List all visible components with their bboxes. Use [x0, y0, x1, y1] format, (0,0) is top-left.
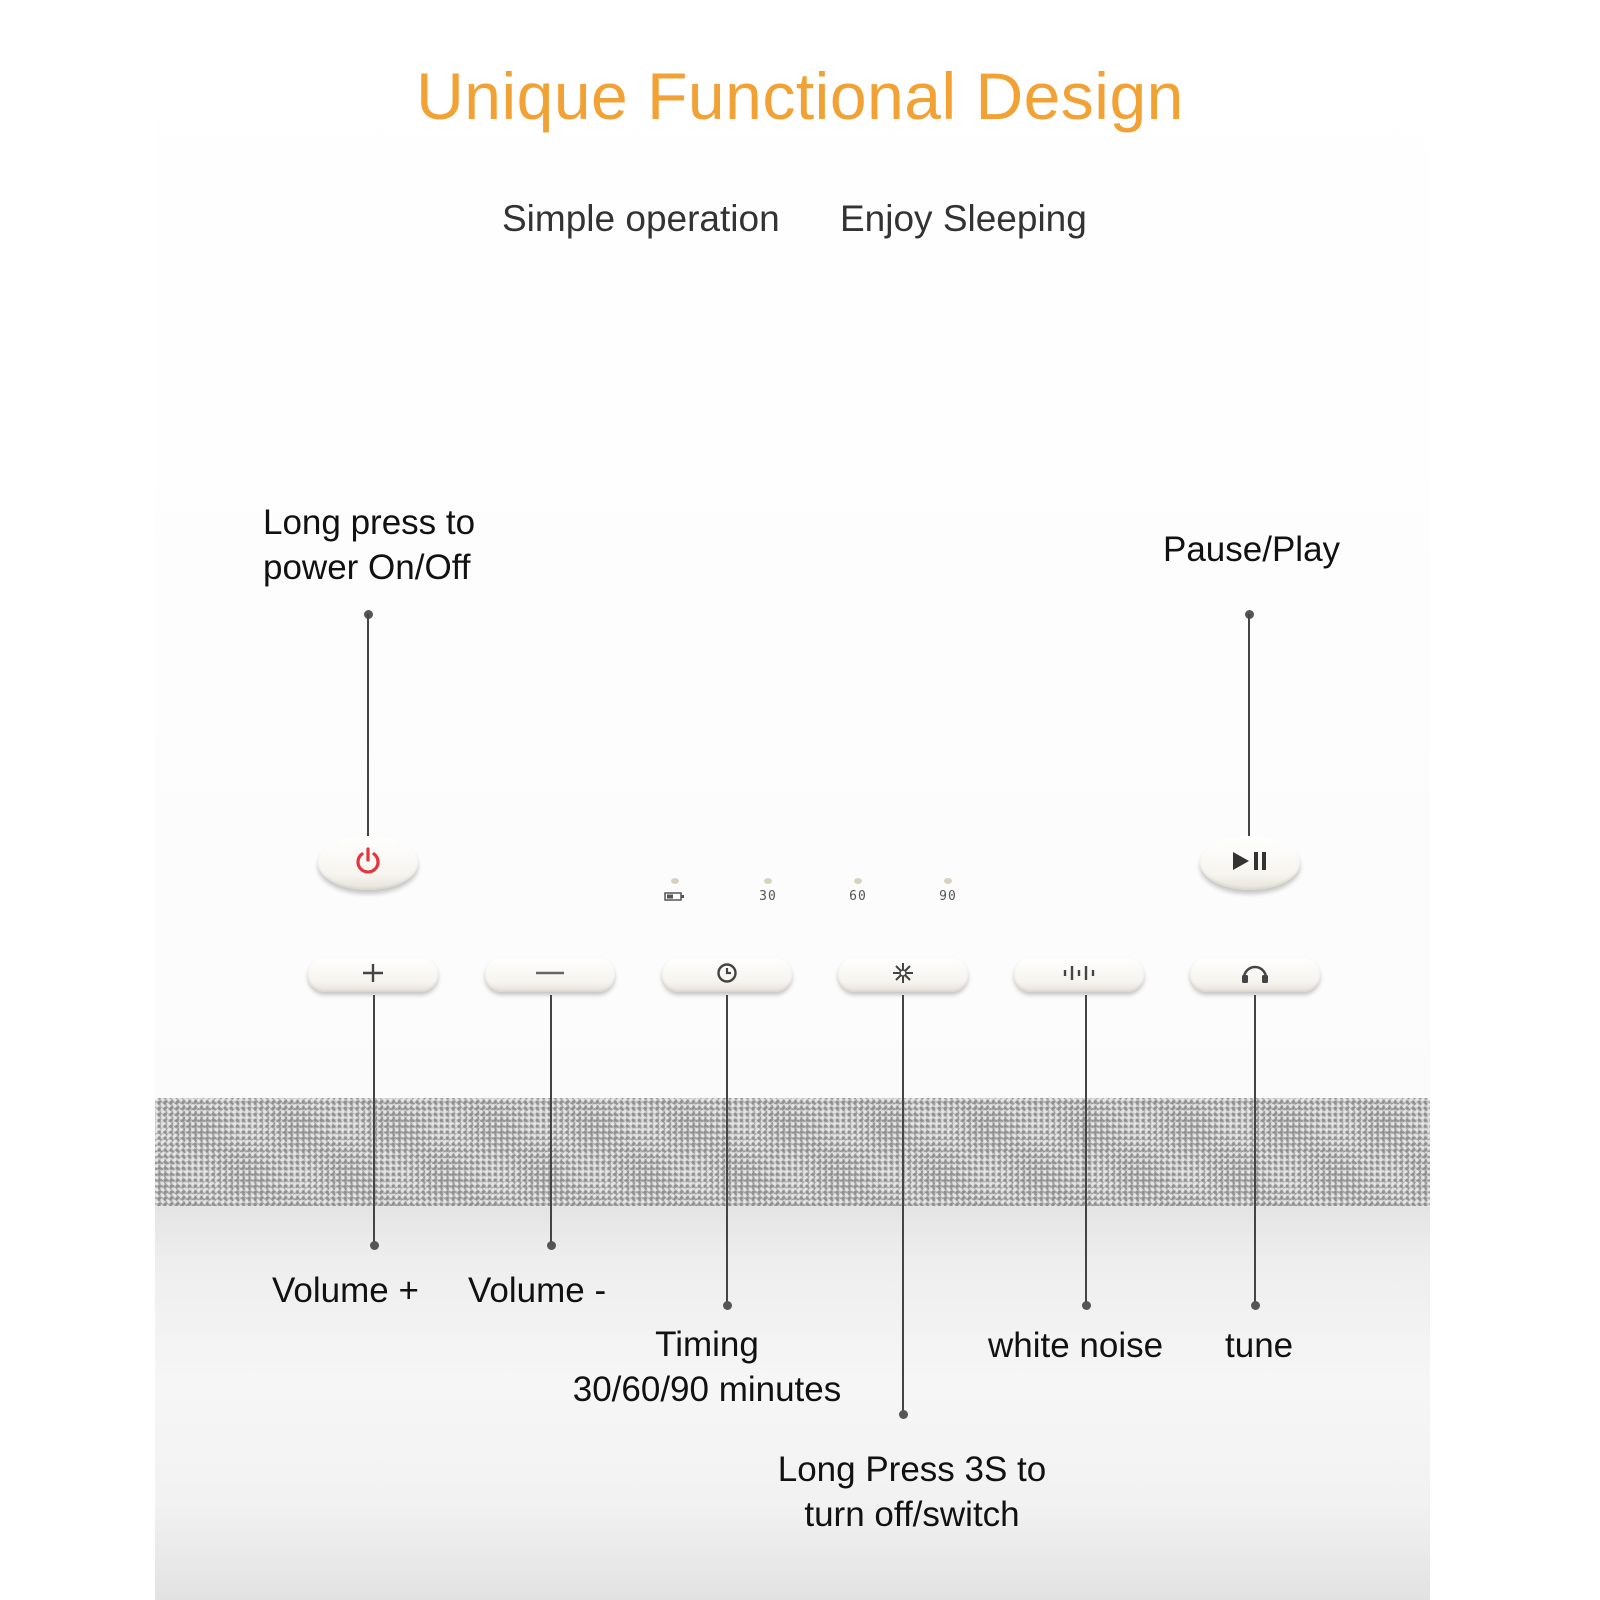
white-noise-callout-dot: [1082, 1301, 1091, 1310]
timing-callout-dot: [723, 1301, 732, 1310]
clock-icon: [712, 960, 742, 991]
speaker-fabric-band: [155, 1098, 1430, 1206]
volume-up-callout-line: [373, 995, 375, 1245]
timing-label-line2: 30/60/90 minutes: [572, 1370, 842, 1409]
power-icon: [351, 846, 385, 881]
white-noise-button[interactable]: [1014, 958, 1144, 992]
light-button[interactable]: [838, 958, 968, 992]
power-button[interactable]: [318, 836, 418, 890]
timer-led: [671, 878, 679, 884]
pause-play-button[interactable]: [1200, 836, 1300, 890]
power-callout-line2: power On/Off: [263, 548, 471, 587]
volume-up-button[interactable]: [308, 958, 438, 992]
timer-indicator-battery: [650, 878, 700, 907]
device-body: [155, 1206, 1430, 1600]
timer-led: [944, 878, 952, 884]
volume-down-callout-line: [550, 995, 552, 1245]
volume-down-callout-dot: [547, 1241, 556, 1250]
pause-play-callout-line: [1248, 614, 1250, 846]
power-callout-line: [367, 614, 369, 846]
timer-indicator-label: 30: [759, 889, 777, 904]
volume-up-label: Volume +: [272, 1271, 419, 1310]
tune-callout-line: [1254, 995, 1256, 1305]
light-label-line2: turn off/switch: [804, 1495, 1020, 1534]
volume-up-callout-dot: [370, 1241, 379, 1250]
play-pause-icon: [1227, 848, 1273, 879]
timer-led: [764, 878, 772, 884]
subtitle-enjoy-sleeping: Enjoy Sleeping: [840, 198, 1087, 239]
volume-down-label: Volume -: [468, 1271, 607, 1310]
subtitle-simple-operation: Simple operation: [502, 198, 780, 239]
minus-icon: [533, 961, 567, 990]
white-noise-label: white noise: [988, 1326, 1164, 1365]
plus-icon: [358, 961, 388, 990]
light-label-line1: Long Press 3S to: [777, 1450, 1047, 1489]
timing-label: Timing 30/60/90 minutes: [547, 1322, 867, 1412]
power-callout-label: Long press to power On/Off: [263, 500, 475, 590]
light-callout-line: [902, 995, 904, 1415]
page-title: Unique Functional Design: [416, 59, 1184, 133]
power-callout-line1: Long press to: [263, 503, 476, 542]
light-callout-dot: [899, 1410, 908, 1419]
timer-indicator-90: 90: [923, 878, 973, 904]
timing-button[interactable]: [662, 958, 792, 992]
volume-down-button[interactable]: [485, 958, 615, 992]
tune-label: tune: [1225, 1326, 1294, 1365]
battery-icon: [663, 889, 687, 906]
sparkle-icon: [888, 960, 918, 991]
timing-callout-line: [726, 995, 728, 1305]
tune-button[interactable]: [1190, 958, 1320, 992]
headphones-icon: [1238, 960, 1272, 991]
pause-play-callout-label: Pause/Play: [1163, 530, 1341, 569]
white-noise-callout-line: [1085, 995, 1087, 1305]
timer-indicator-30: 30: [743, 878, 793, 904]
timer-led: [854, 878, 862, 884]
sound-wave-icon: [1059, 961, 1099, 990]
timer-indicator-label: 60: [849, 889, 867, 904]
timer-indicator-label: 90: [939, 889, 957, 904]
light-label: Long Press 3S to turn off/switch: [752, 1447, 1072, 1537]
timer-indicator-60: 60: [833, 878, 883, 904]
timing-label-line1: Timing: [655, 1325, 759, 1364]
tune-callout-dot: [1251, 1301, 1260, 1310]
